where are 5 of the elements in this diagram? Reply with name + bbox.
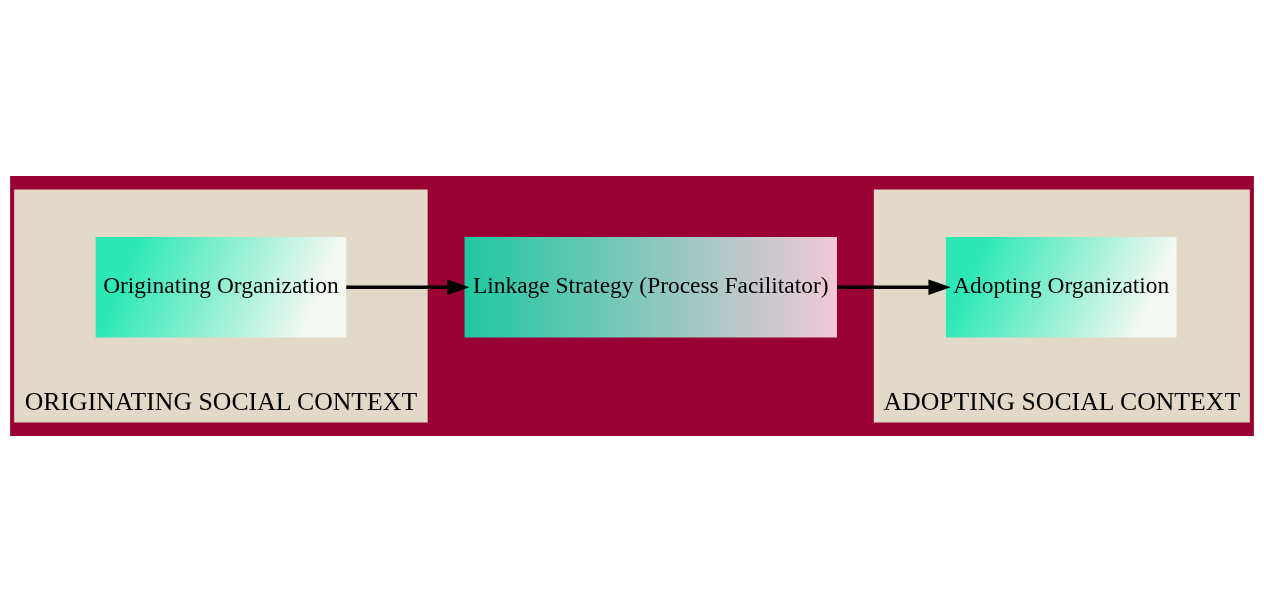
arrow: [346, 278, 470, 295]
arrow: [837, 278, 951, 295]
node-box: Originating Organization: [95, 236, 347, 338]
node-box: Linkage Strategy (Process Facilitator): [464, 236, 837, 338]
node-box: Adopting Organization: [945, 236, 1177, 338]
